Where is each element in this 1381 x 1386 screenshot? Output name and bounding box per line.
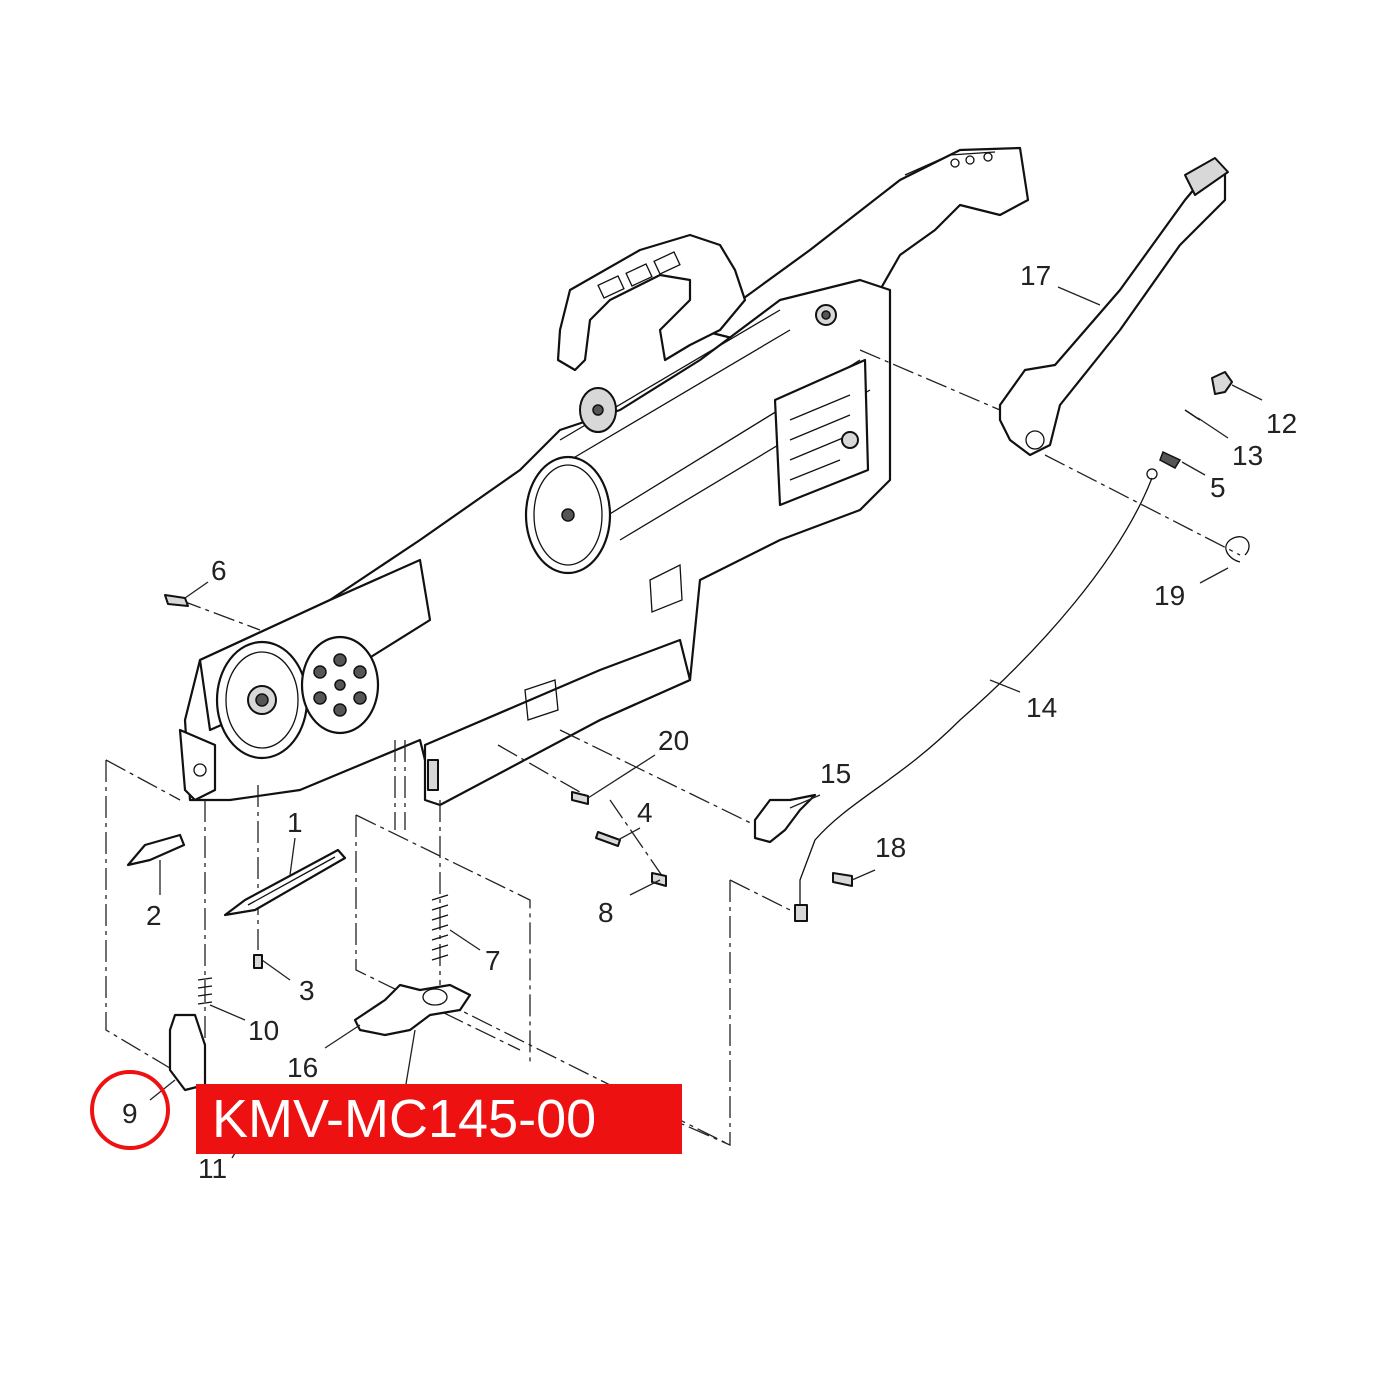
feeder-main-body — [178, 146, 1030, 807]
callout-4: 4 — [637, 797, 653, 828]
callout-12: 12 — [1266, 408, 1297, 439]
part-15-latch — [753, 793, 817, 844]
callout-5: 5 — [1210, 472, 1226, 503]
leader-lines — [149, 286, 1263, 1159]
callout-7: 7 — [485, 945, 501, 976]
callout-19: 19 — [1154, 580, 1185, 611]
callout-10: 10 — [248, 1015, 279, 1046]
part-2-pin — [126, 833, 186, 867]
callout-2: 2 — [146, 900, 162, 931]
callout-11: 11 — [198, 1153, 227, 1184]
callout-17: 17 — [1020, 260, 1051, 291]
part-16-bracket — [353, 983, 472, 1037]
loose-parts — [126, 157, 1250, 1092]
callout-16: 16 — [287, 1052, 318, 1083]
callout-1: 1 — [287, 807, 303, 838]
callout-20: 20 — [658, 725, 689, 756]
part-1-guide — [223, 848, 347, 917]
callout-3: 3 — [299, 975, 315, 1006]
part-14-wire — [799, 477, 1153, 910]
part-12-knob — [1211, 371, 1233, 395]
part-9-lever — [168, 1013, 207, 1092]
part-17-lever — [998, 168, 1227, 457]
callout-6: 6 — [211, 555, 227, 586]
callout-13: 13 — [1232, 440, 1263, 471]
callout-14: 14 — [1026, 692, 1057, 723]
callout-15: 15 — [820, 758, 851, 789]
part-number-banner: KMV-MC145-00 — [196, 1084, 682, 1154]
callout-8: 8 — [598, 897, 614, 928]
part-7-spring — [431, 894, 449, 961]
callout-numbers: 1 2 3 4 5 6 7 8 9 10 11 12 13 14 15 16 1… — [122, 260, 1297, 1184]
highlight-circle — [90, 1070, 170, 1150]
callout-18: 18 — [875, 832, 906, 863]
